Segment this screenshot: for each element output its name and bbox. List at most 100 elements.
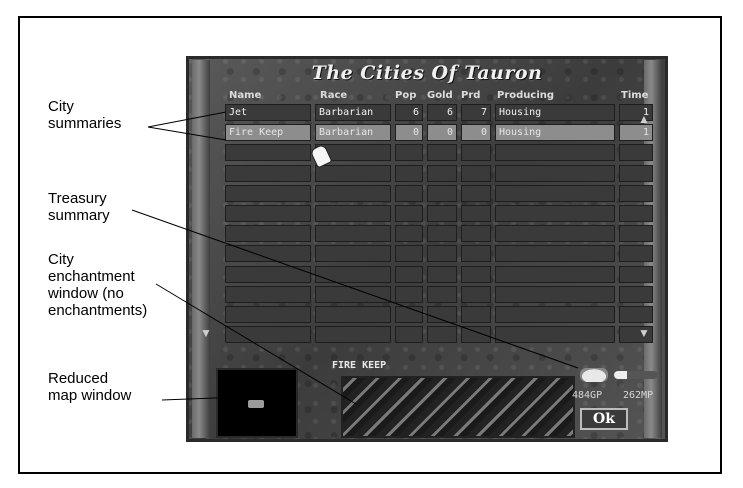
cell-producing [495,205,615,222]
cell-time [619,205,653,222]
table-row [225,245,657,263]
cell-prd: 7 [461,104,491,121]
header-pop: Pop [395,90,417,101]
callout-treasury-summary: Treasury summary [48,190,110,224]
cell-producing [495,184,615,202]
cell-race [315,184,391,202]
table-row [225,326,657,344]
callout-city-summaries: City summaries [48,98,122,132]
cell-race [315,164,391,182]
cell-producing [495,285,615,303]
cell-producing [495,144,615,162]
header-gold: Gold [427,90,453,101]
cell-gold [427,144,457,162]
leader-enchantment [155,283,357,405]
cell-producing [495,326,615,344]
cell-producing [495,306,615,323]
cell-gold [427,285,457,303]
cell-producing [495,164,615,182]
gold-coins-icon [580,368,608,382]
cell-race [315,205,391,222]
cell-gold [427,245,457,263]
leader-map [161,395,269,401]
table-row [225,265,657,284]
reduced-map-window[interactable] [216,368,298,438]
cell-prd [461,225,491,243]
cell-producing: Housing [495,104,615,121]
leader-city-summaries-2 [147,126,227,141]
cell-producing [495,245,615,263]
scroll-down-arrow-left[interactable]: ▼ [200,326,212,340]
cell-gold [427,184,457,202]
callout-reduced-map: Reduced map window [48,370,132,404]
cell-time [619,245,653,263]
cell-producing: Housing [495,124,615,142]
table-row [225,306,657,324]
leader-treasury [131,209,579,369]
cell-prd [461,306,491,323]
cell-gold: 0 [427,124,457,142]
cell-name [225,245,311,263]
cell-prd [461,326,491,344]
ok-button[interactable]: Ok [580,408,628,430]
cell-pop [395,164,423,182]
cities-screen: The Cities Of Tauron Name Race Pop Gold … [186,56,668,442]
cell-time [619,225,653,243]
cell-pop [395,285,423,303]
map-city-icon [248,400,264,408]
cell-gold: 6 [427,104,457,121]
cell-time [619,265,653,283]
table-row [225,144,657,162]
cell-gold [427,164,457,182]
cell-name [225,285,311,303]
cell-prd [461,245,491,263]
cell-pop [395,184,423,202]
cell-producing [495,225,615,243]
treasury-gold: 484GP [572,390,603,401]
cell-name: Jet [225,104,311,121]
header-time: Time [621,90,649,101]
cell-time [619,184,653,202]
table-row [225,285,657,304]
scroll-up-arrow[interactable]: ▲ [638,112,650,126]
cell-prd [461,144,491,162]
cell-prd [461,184,491,202]
scroll-down-arrow[interactable]: ▼ [638,326,650,340]
cell-time [619,326,653,344]
cell-prd: 0 [461,124,491,142]
cell-time: 1 [619,104,653,121]
table-row [225,184,657,203]
table-row [225,164,657,183]
cell-race [315,225,391,243]
cell-prd [461,265,491,283]
treasury-mana: 262MP [623,390,654,401]
left-pillar [192,60,210,438]
cell-producing [495,265,615,283]
screen-title: The Cities Of Tauron [311,62,543,84]
header-prd: Prd [461,90,481,101]
cell-name: Fire Keep [225,124,311,142]
header-race: Race [320,90,348,101]
cell-name [225,265,311,283]
table-row [225,205,657,223]
cell-name [225,205,311,222]
mana-bar-icon [614,371,658,379]
cell-time: 1 [619,124,653,142]
cell-time [619,285,653,303]
header-producing: Producing [497,90,555,101]
cell-race [315,285,391,303]
cell-time [619,306,653,323]
cell-gold [427,225,457,243]
cell-race: Barbarian [315,104,391,121]
cell-pop [395,144,423,162]
cell-race [315,265,391,283]
city-enchantment-window [341,376,575,438]
cell-pop: 0 [395,124,423,142]
callout-city-enchantment: City enchantment window (no enchantments… [48,251,148,319]
cell-race [315,326,391,344]
cell-race [315,245,391,263]
leader-city-summaries-1 [147,111,227,128]
cell-pop [395,326,423,344]
